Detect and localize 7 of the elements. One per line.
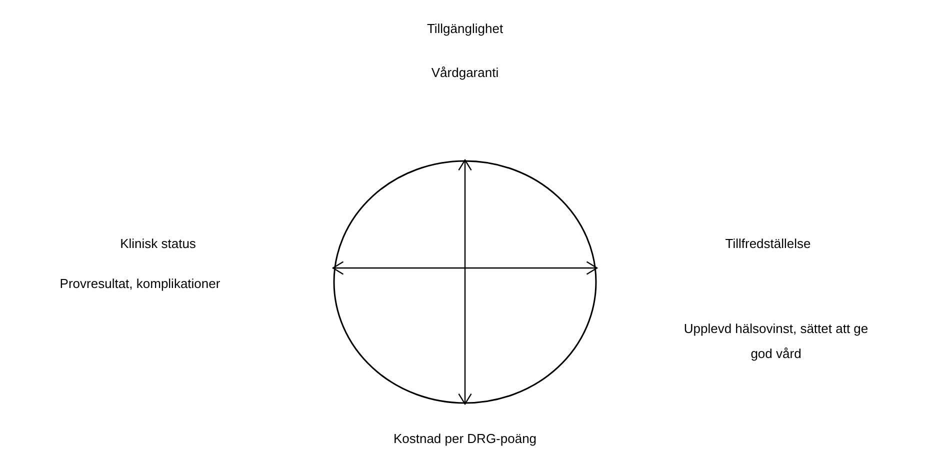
axis-label: Vårdgaranti (430, 64, 500, 82)
axis-label: Upplevd hälsovinst, sättet att ge god vård (684, 320, 868, 363)
axis-label: Tillfredställelse (724, 235, 812, 253)
axis-label: Kostnad per DRG-poäng (392, 430, 538, 448)
axis-label: Provresultat, komplikationer (58, 275, 222, 293)
axis-label: Tillgänglighet (426, 20, 504, 38)
axis-label: Klinisk status (119, 235, 197, 253)
